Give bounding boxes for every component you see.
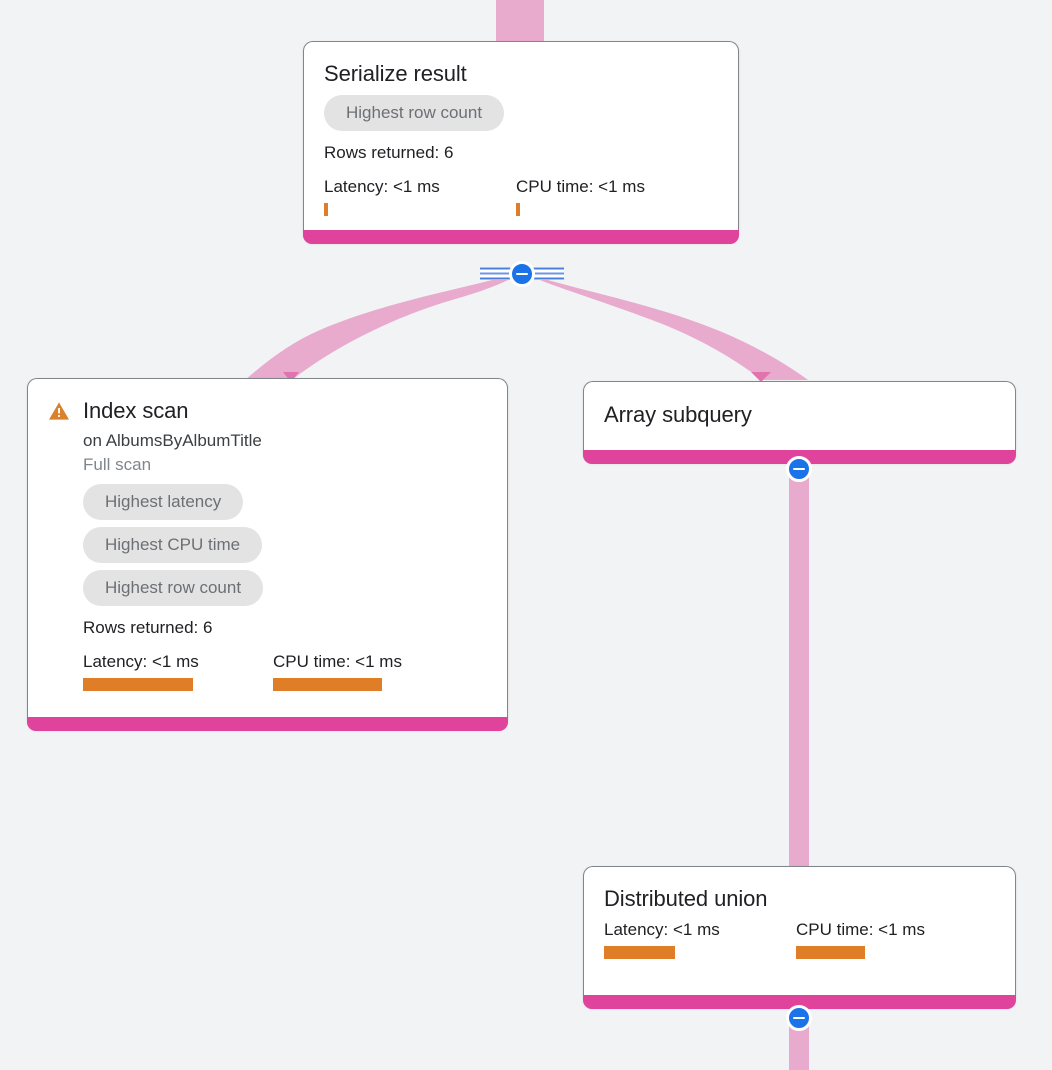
- metric-cpu-time: CPU time: <1 ms: [516, 176, 645, 216]
- metric-cpu-time-label: CPU time: <1 ms: [516, 177, 645, 196]
- node-title-row: Index scan: [48, 397, 487, 425]
- collapse-toggle-serialize-result[interactable]: [509, 261, 535, 287]
- node-title-row: Array subquery: [604, 401, 995, 429]
- metric-latency-bar: [324, 203, 328, 216]
- minus-circle-icon: [516, 272, 528, 276]
- node-accent-bar: [583, 995, 1016, 1009]
- warning-triangle-icon: [49, 402, 69, 420]
- chip-highest-row-count: Highest row count: [83, 570, 264, 606]
- metric-latency: Latency: <1 ms: [604, 919, 796, 959]
- metric-cpu-time: CPU time: <1 ms: [273, 651, 402, 691]
- metric-latency-label: Latency: <1 ms: [324, 177, 440, 196]
- metric-cpu-time-bar: [273, 678, 382, 691]
- node-title: Index scan: [83, 398, 189, 423]
- metric-cpu-time: CPU time: <1 ms: [796, 919, 925, 959]
- metric-latency: Latency: <1 ms: [83, 651, 273, 691]
- plan-node-distributed-union[interactable]: Distributed union Latency: <1 ms CPU tim…: [583, 866, 1016, 1009]
- chip-highest-latency: Highest latency: [83, 484, 244, 520]
- node-scan-type: Full scan: [83, 455, 152, 474]
- metric-latency: Latency: <1 ms: [324, 176, 516, 216]
- rows-returned: Rows returned: 6: [83, 618, 213, 637]
- chip-highest-cpu-time: Highest CPU time: [83, 527, 263, 563]
- metric-latency-label: Latency: <1 ms: [83, 652, 199, 671]
- metric-cpu-time-label: CPU time: <1 ms: [796, 920, 925, 939]
- rows-returned: Rows returned: 6: [324, 143, 454, 162]
- plan-node-serialize-result[interactable]: Serialize result Highest row count Rows …: [303, 41, 739, 244]
- metric-latency-label: Latency: <1 ms: [604, 920, 720, 939]
- node-title: Serialize result: [324, 61, 467, 86]
- node-title-row: Distributed union: [604, 885, 995, 913]
- edge-array-subquery-to-distributed-union: [789, 462, 809, 868]
- metric-latency-bar: [83, 678, 193, 691]
- metric-latency-bar: [604, 946, 675, 959]
- node-metrics: Latency: <1 ms CPU time: <1 ms: [604, 919, 995, 959]
- edge-serialize-to-array-subquery: [523, 272, 808, 380]
- minus-circle-icon: [793, 1016, 805, 1020]
- node-metrics: Latency: <1 ms CPU time: <1 ms: [83, 651, 487, 691]
- node-chips: Highest latency Highest CPU time Highest…: [83, 484, 487, 613]
- metric-cpu-time-bar: [516, 203, 520, 216]
- node-body: Array subquery: [584, 382, 1015, 450]
- node-subtitle: on AlbumsByAlbumTitle: [83, 431, 262, 450]
- node-body: Serialize result Highest row count Rows …: [304, 42, 738, 230]
- edge-serialize-to-index-scan: [245, 272, 521, 380]
- node-chips: Highest row count: [324, 95, 718, 138]
- node-body: Distributed union Latency: <1 ms CPU tim…: [584, 867, 1015, 995]
- node-metrics: Latency: <1 ms CPU time: <1 ms: [324, 176, 718, 216]
- node-body: Index scan on AlbumsByAlbumTitle Full sc…: [28, 379, 507, 717]
- node-accent-bar: [27, 717, 508, 731]
- minus-circle-icon: [793, 467, 805, 471]
- node-title: Array subquery: [604, 402, 752, 427]
- plan-node-array-subquery[interactable]: Array subquery: [583, 381, 1016, 464]
- node-title: Distributed union: [604, 886, 768, 911]
- collapse-toggle-array-subquery[interactable]: [786, 456, 812, 482]
- plan-node-index-scan[interactable]: Index scan on AlbumsByAlbumTitle Full sc…: [27, 378, 508, 731]
- edge-into-serialize-result: [496, 0, 544, 42]
- node-accent-bar: [303, 230, 739, 244]
- collapse-toggle-distributed-union[interactable]: [786, 1005, 812, 1031]
- chip-highest-row-count: Highest row count: [324, 95, 505, 131]
- metric-cpu-time-bar: [796, 946, 865, 959]
- node-title-row: Serialize result: [324, 60, 718, 88]
- metric-cpu-time-label: CPU time: <1 ms: [273, 652, 402, 671]
